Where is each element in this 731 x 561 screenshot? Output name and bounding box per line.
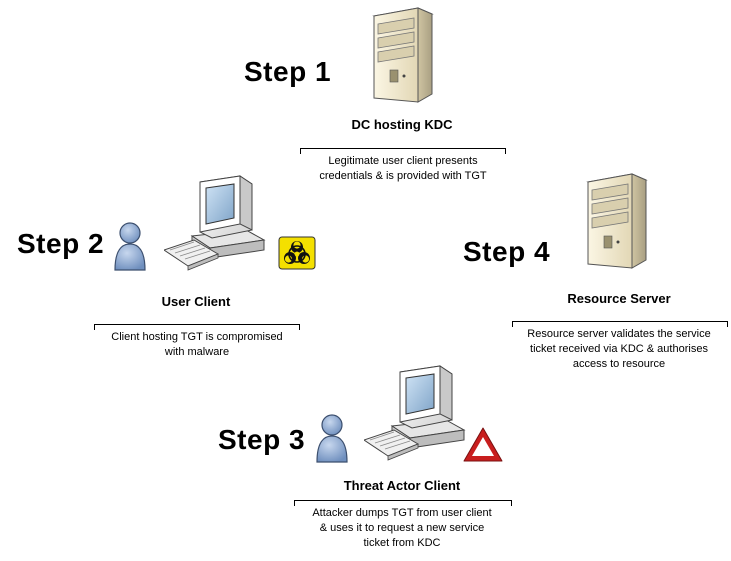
step-4-title: Resource Server	[567, 291, 671, 306]
biohazard-icon	[278, 236, 316, 270]
step-3-title: Threat Actor Client	[343, 478, 461, 493]
server-icon	[580, 172, 650, 270]
step-1-bracket	[300, 148, 506, 154]
step-1-label: Step 1	[244, 56, 332, 87]
step-1-description: Legitimate user client presents credenti…	[319, 155, 487, 182]
step-4-bracket	[512, 321, 728, 327]
step-2-label: Step 2	[17, 228, 105, 259]
step-3-description: Attacker dumps TGT from user client & us…	[312, 507, 492, 549]
user-icon	[314, 412, 350, 464]
step-2-title: User Client	[161, 294, 231, 309]
step-4-label: Step 4	[463, 236, 551, 267]
workstation-icon	[364, 364, 474, 462]
step-4-description: Resource server validates the service ti…	[527, 328, 711, 370]
step-3-bracket	[294, 500, 512, 506]
user-icon	[112, 220, 148, 272]
step-2-bracket	[94, 324, 300, 330]
server-icon	[366, 6, 436, 104]
step-2-description: Client hosting TGT is compromised with m…	[111, 331, 283, 358]
warning-triangle-icon	[463, 427, 503, 462]
step-1-title: DC hosting KDC	[351, 117, 453, 132]
step-3-label: Step 3	[218, 424, 306, 455]
workstation-icon	[164, 174, 274, 272]
